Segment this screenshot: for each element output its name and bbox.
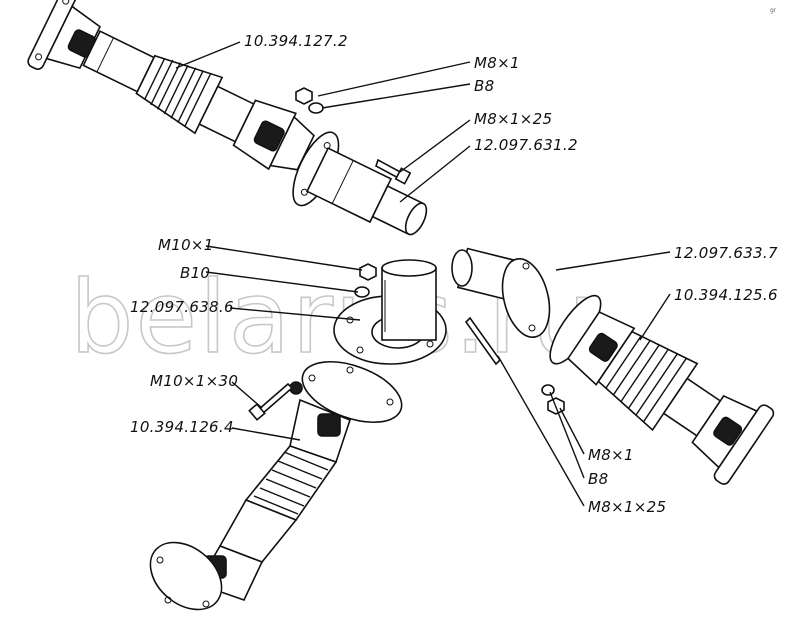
label-washer-b10: B10 [180,264,210,282]
lower-cardan-shaft [149,360,403,611]
label-shaft-right: 10.394.125.6 [674,286,778,304]
middle-flange [333,259,447,365]
upper-washer [308,102,324,114]
label-nut-m10: M10×1 [158,236,214,254]
upper-nut [295,87,313,105]
lower-bolt [464,316,502,366]
upper-flange [292,131,428,236]
lower-washer [541,384,555,396]
label-bolt-lower: M8×1×25 [588,498,666,516]
label-washer-lower: B8 [588,470,608,488]
label-shaft-upper: 10.394.127.2 [244,32,348,50]
label-bolt-m10: M10×1×30 [150,372,238,390]
corner-mark: gr [770,7,777,14]
m10-nut [359,263,377,281]
upper-bolt [375,158,412,185]
label-flange-mid: 12.097.638.6 [130,298,234,316]
label-bolt-upper: M8×1×25 [474,110,552,128]
label-nut-upper: M8×1 [474,54,520,72]
right-cardan-shaft [549,294,775,485]
label-nut-lower: M8×1 [588,446,634,464]
label-flange-right: 12.097.633.7 [674,244,778,262]
upper-cardan-shaft [27,0,315,171]
leader-lines [175,41,671,507]
label-flange-upper: 12.097.631.2 [474,136,578,154]
label-washer-upper: B8 [474,77,494,95]
right-flange [451,247,551,338]
label-shaft-lower: 10.394.126.4 [130,418,234,436]
m10-bolt [248,382,294,421]
